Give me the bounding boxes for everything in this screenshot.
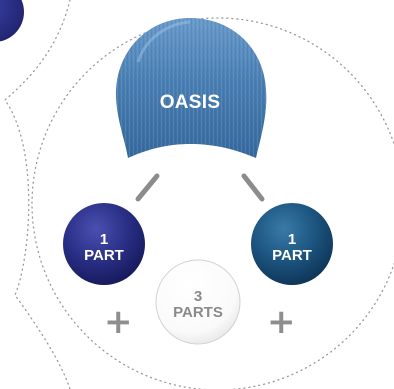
left-dotted-outline xyxy=(4,0,71,389)
plus-icon: + xyxy=(104,302,133,342)
left-ball xyxy=(63,203,145,285)
left-ball-unit: PART xyxy=(84,246,124,264)
right-ball xyxy=(251,203,333,285)
main-dotted-circle xyxy=(31,17,394,389)
color-name-label: OASIS xyxy=(159,92,221,113)
hair-swatch-icon xyxy=(115,18,267,158)
left-ball-number: 1 xyxy=(99,231,109,248)
plus-icon: + xyxy=(267,302,296,342)
center-ball-label: 3 PARTS xyxy=(158,289,238,321)
left-connector xyxy=(135,173,160,202)
corner-ball xyxy=(0,0,24,42)
right-ball-label: 1 PART xyxy=(257,232,327,264)
center-ball xyxy=(155,259,241,345)
center-ball-unit: PARTS xyxy=(173,303,223,321)
right-ball-unit: PART xyxy=(272,246,312,264)
right-connector xyxy=(241,173,265,202)
left-ball-label: 1 PART xyxy=(69,232,139,264)
right-ball-number: 1 xyxy=(287,231,297,248)
center-ball-number: 3 xyxy=(193,288,203,305)
